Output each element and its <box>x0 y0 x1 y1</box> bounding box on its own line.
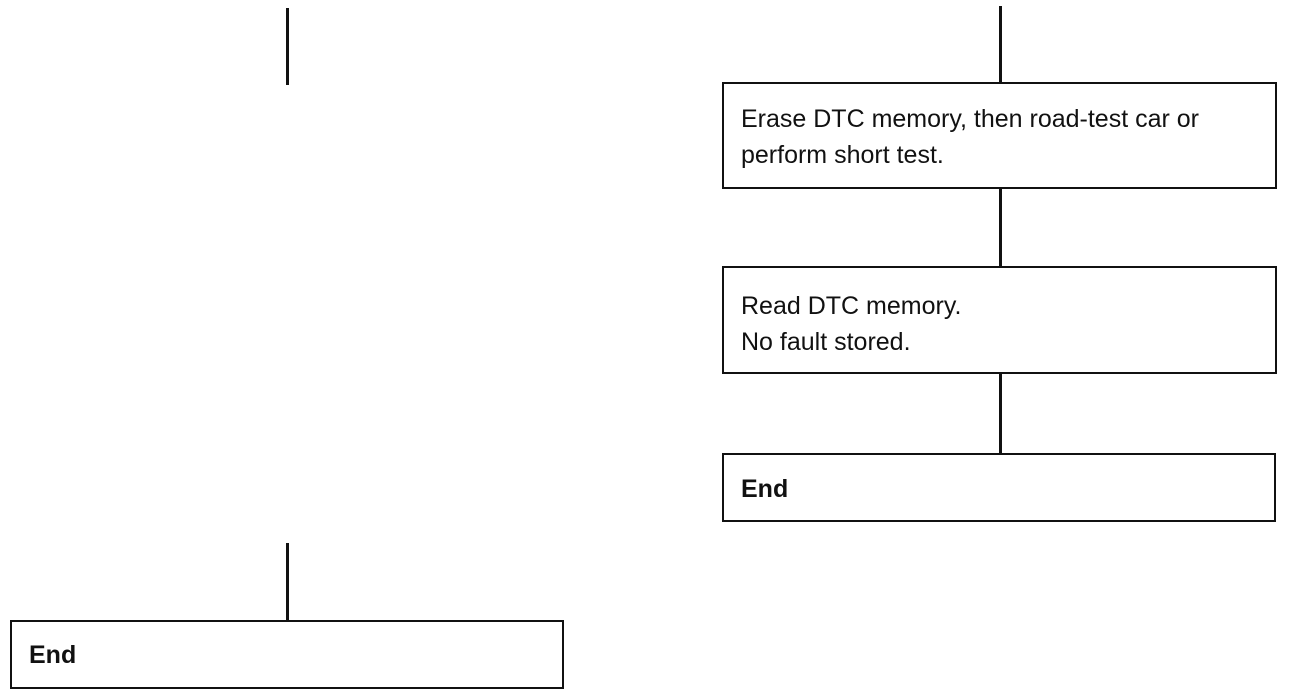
step-erase-dtc-line-2: perform short test. <box>741 141 944 169</box>
step-erase-dtc-line-1: Erase DTC memory, then road-test car or <box>741 105 1200 133</box>
left-connector-to-end <box>286 543 289 622</box>
step-erase-dtc-box: Erase DTC memory, then road-test car or … <box>722 82 1277 189</box>
right-end-box: End <box>722 453 1276 522</box>
right-end-label: End <box>741 475 789 503</box>
step-read-dtc-line-1: Read DTC memory. <box>741 292 962 320</box>
step-read-dtc-line-2: No fault stored. <box>741 328 911 356</box>
step-read-dtc-box: Read DTC memory. No fault stored. <box>722 266 1277 374</box>
right-connector-2-end <box>999 373 1002 455</box>
left-end-box: End <box>10 620 564 689</box>
right-connector-1-2 <box>999 188 1002 268</box>
right-connector-top <box>999 6 1002 84</box>
left-end-label: End <box>29 641 77 669</box>
left-connector-top <box>286 8 289 85</box>
